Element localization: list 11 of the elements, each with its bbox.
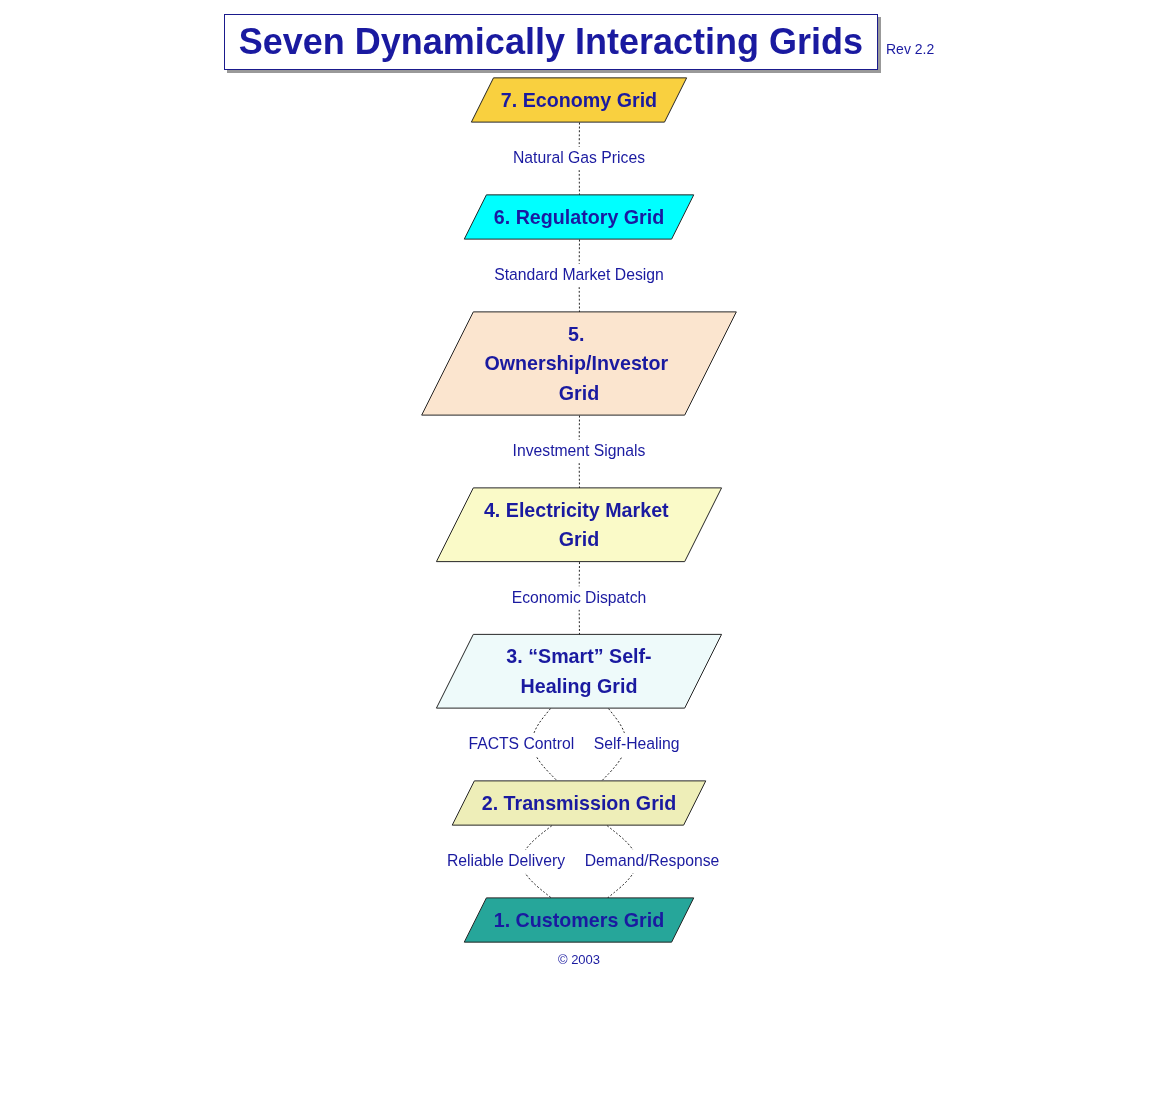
edge-label: Standard Market Design [494, 266, 664, 284]
edge-label: Demand/Response [584, 852, 720, 870]
edge-label: Self-Healing [593, 735, 680, 753]
edge-label: Economic Dispatch [511, 589, 647, 606]
edge-label: Investment Signals [512, 442, 646, 460]
diagram-title: Seven Dynamically Interacting Grids [223, 14, 878, 70]
edge-label: FACTS Control [468, 735, 575, 753]
copyright-note: © 2003 [557, 952, 601, 967]
revision-note: Rev 2.2 [886, 41, 935, 57]
edge-label: Natural Gas Prices [512, 149, 646, 167]
edge-label: Reliable Delivery [446, 852, 566, 870]
